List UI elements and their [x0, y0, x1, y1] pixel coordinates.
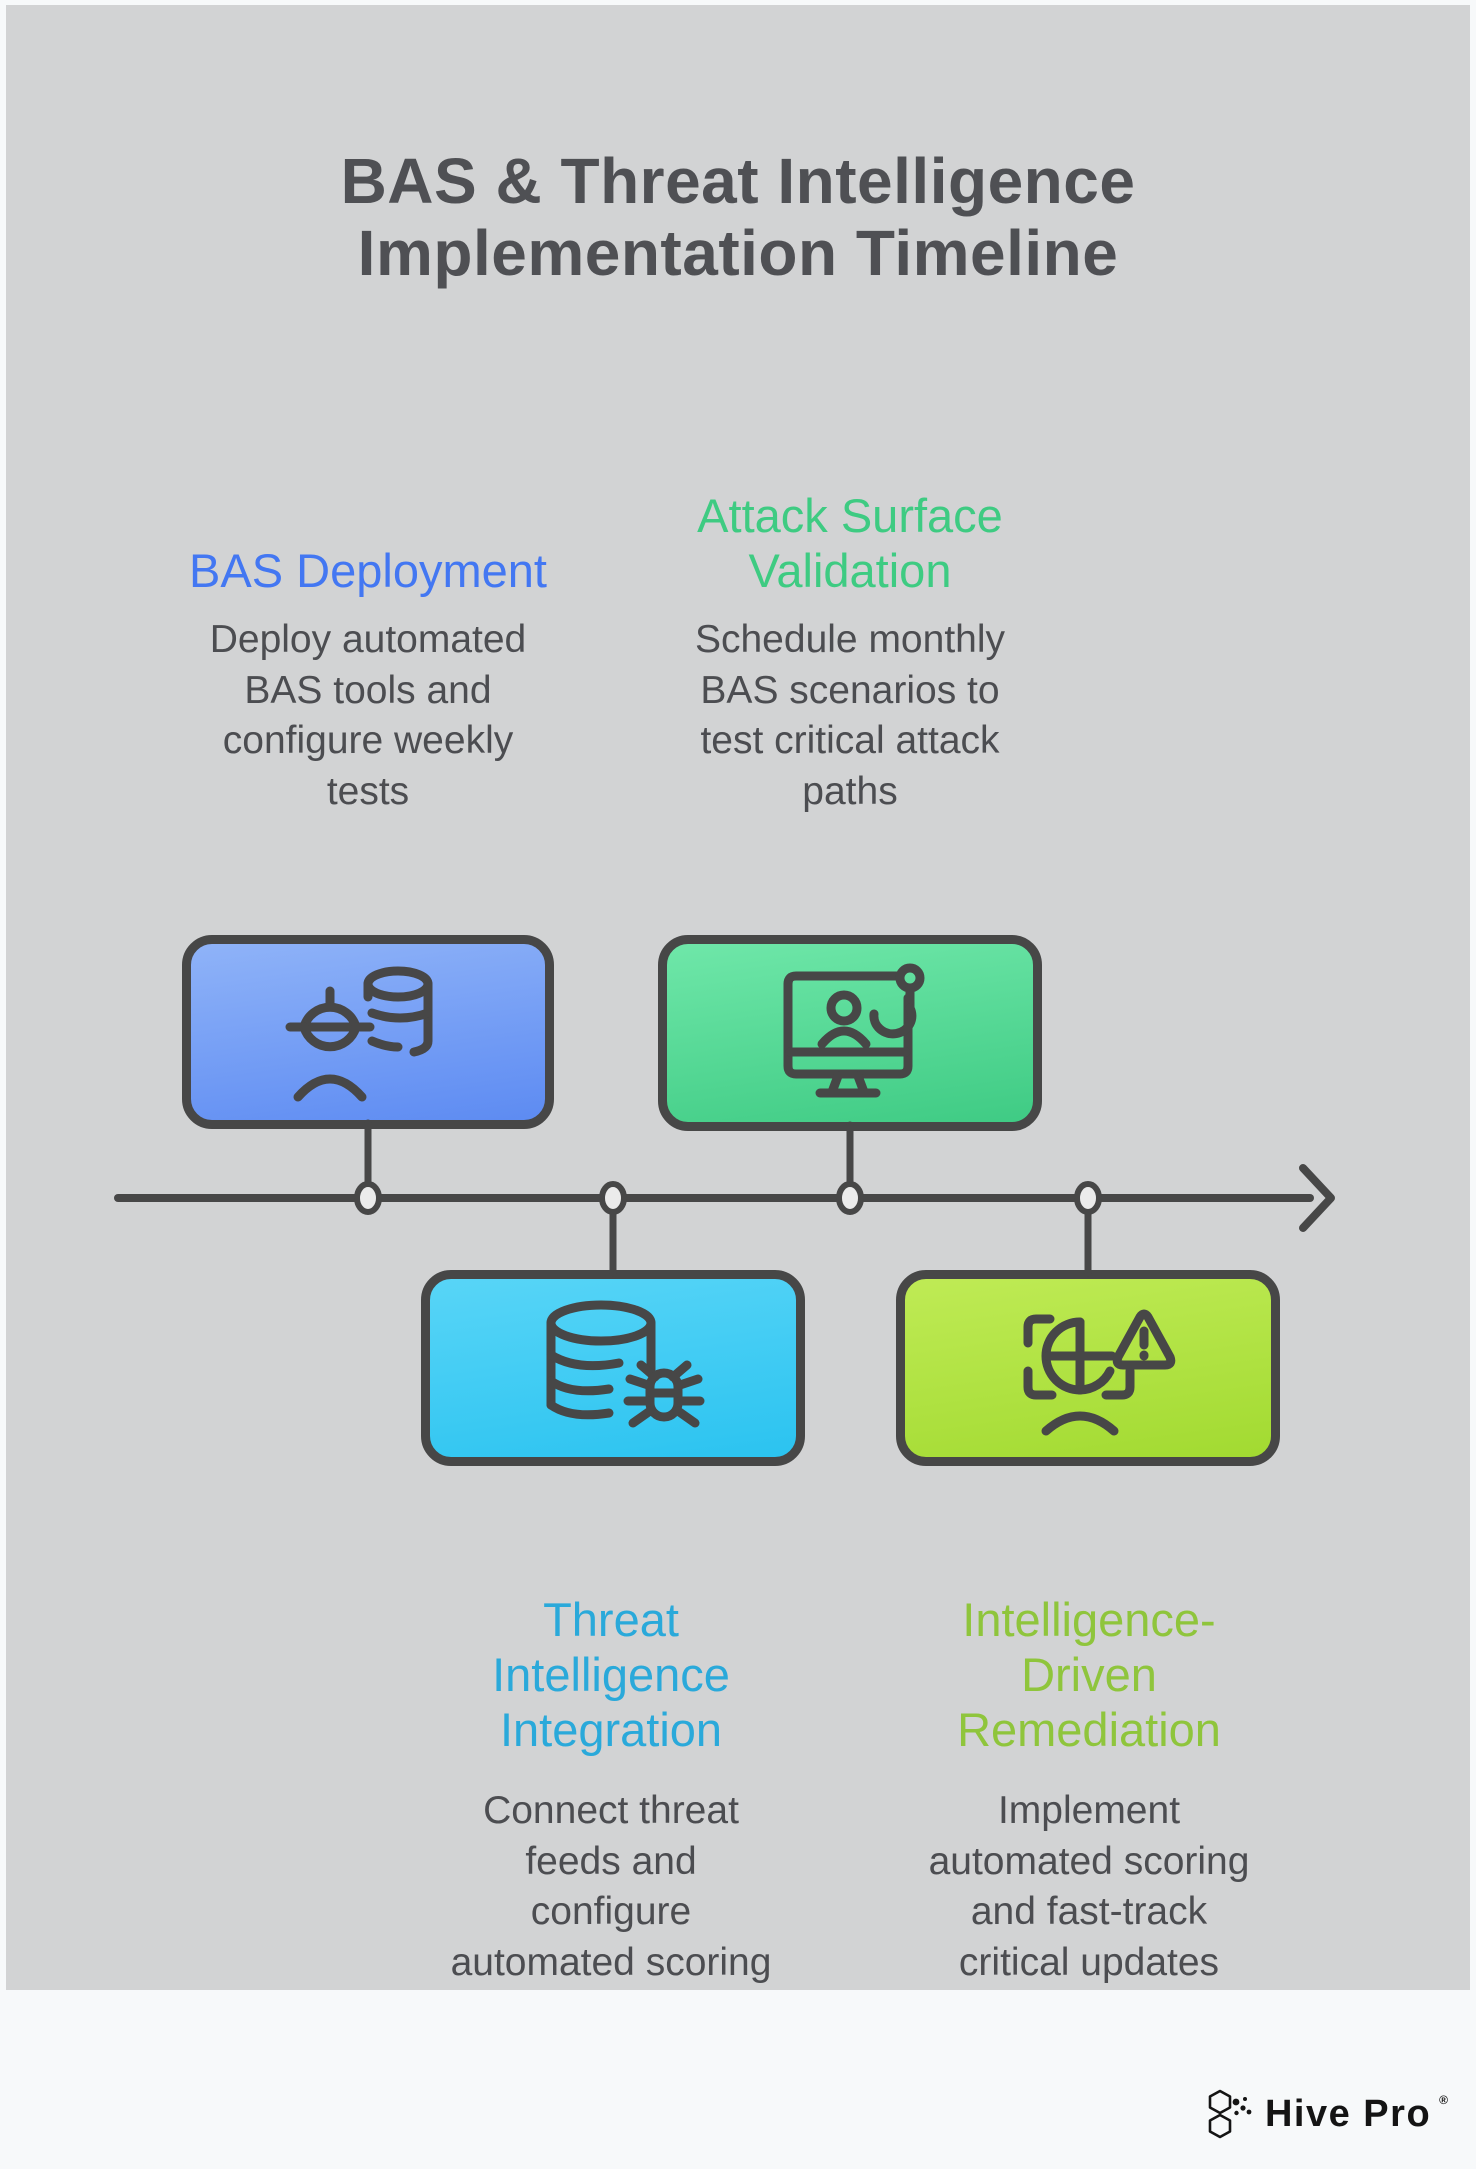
milestone-description: Deploy automated BAS tools and configure… [209, 618, 527, 814]
footer: Hive Pro ® [0, 1990, 1476, 2164]
timeline-arrowhead-icon [1299, 1164, 1335, 1232]
infographic-panel: BAS & Threat Intelligence Implementation… [6, 5, 1470, 1990]
milestone-description: Implement automated scoring and fast-tra… [928, 1788, 1250, 1985]
hivepro-logo: Hive Pro ® [1205, 2089, 1448, 2139]
globe-scan-warning-icon [1023, 1309, 1176, 1436]
hivepro-hexagons-icon [1208, 2089, 1252, 2139]
milestone-text-intelligence-driven-remediation: Intelligence- Driven Remediation Impleme… [889, 1593, 1289, 1989]
milestone-title: BAS Deployment [189, 544, 547, 598]
brand-name: Hive Pro [1264, 2093, 1432, 2135]
milestone-title: Intelligence- Driven Remediation [957, 1593, 1221, 1756]
milestone-description: Schedule monthly BAS scenarios to test c… [694, 618, 1006, 814]
milestone-text-bas-deployment: BAS Deployment Deploy automated BAS tool… [168, 467, 568, 818]
monitor-phishing-hook-icon [783, 963, 925, 1098]
engineer-database-icon [285, 966, 433, 1102]
timeline-node-4 [1074, 1181, 1102, 1215]
milestone-description: Connect threat feeds and configure autom… [450, 1788, 772, 1985]
milestone-box-intelligence-driven-remediation [896, 1270, 1280, 1466]
page-title: BAS & Threat Intelligence Implementation… [340, 145, 1136, 290]
milestone-box-threat-intelligence-integration [421, 1270, 805, 1466]
milestone-title: Threat Intelligence Integration [492, 1593, 730, 1756]
milestone-text-attack-surface-validation: Attack Surface Validation Schedule month… [650, 467, 1050, 818]
milestone-box-attack-surface-validation [658, 935, 1042, 1131]
timeline-node-2 [599, 1181, 627, 1215]
timeline-nodes [354, 1181, 1102, 1215]
timeline-node-1 [354, 1181, 382, 1215]
database-bug-icon [546, 1300, 705, 1428]
timeline-node-3 [836, 1181, 864, 1215]
milestone-title: Attack Surface Validation [697, 489, 1003, 598]
registered-mark: ® [1439, 2093, 1448, 2107]
milestone-box-bas-deployment [182, 935, 554, 1129]
milestone-text-threat-intelligence-integration: Threat Intelligence Integration Connect … [411, 1593, 811, 1989]
